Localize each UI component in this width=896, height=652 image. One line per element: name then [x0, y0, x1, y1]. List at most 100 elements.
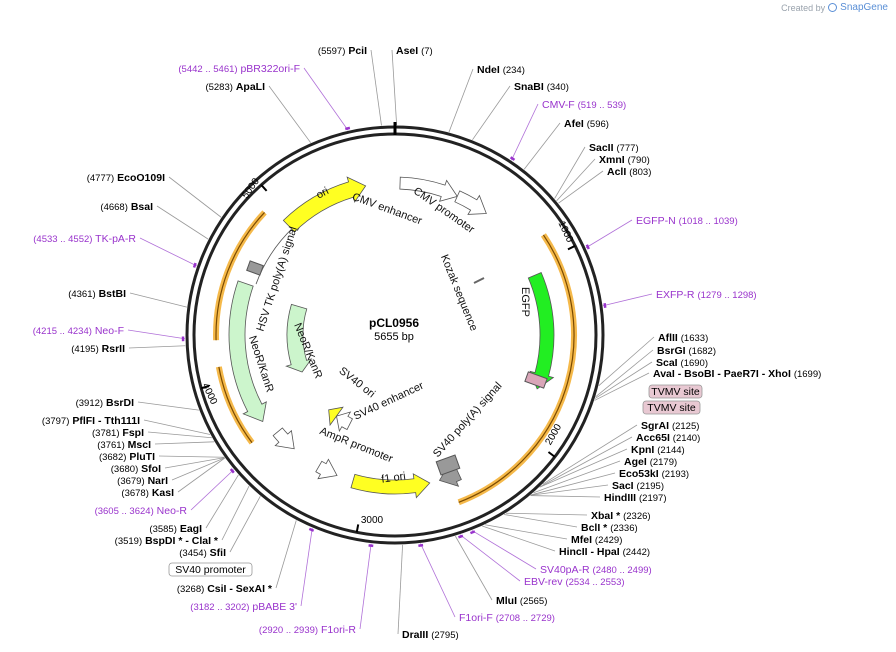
site-label-asei: AseI (7) — [396, 45, 433, 57]
site-name: EBV-rev — [524, 576, 563, 588]
site-leader — [471, 530, 537, 570]
orf-arc-2-core — [218, 366, 253, 444]
site-leader — [143, 419, 211, 435]
orf-arc-3-core — [215, 212, 265, 341]
site-coord: (3797) — [42, 416, 69, 427]
site-label-scai: ScaI (1690) — [656, 357, 708, 369]
site-name: SnaBI — [514, 81, 544, 93]
site-label-mfei: MfeI (2429) — [571, 534, 622, 546]
site-name: AgeI — [624, 456, 647, 468]
site-name: AvaI - BsoBI - PaeR7I - XhoI — [653, 368, 791, 380]
site-leader — [530, 472, 616, 496]
site-coord: (5283) — [205, 82, 232, 93]
site-leader — [229, 495, 261, 553]
site-leader — [540, 436, 633, 488]
site-leader — [482, 525, 556, 552]
site-leader — [137, 401, 199, 411]
site-name: SacI — [612, 480, 634, 492]
site-name: PluTI — [129, 451, 155, 463]
site-name: EagI — [180, 523, 202, 535]
site-coord: (3605 .. 3624) — [95, 506, 154, 517]
site-coord: (2429) — [595, 535, 622, 546]
site-name: SfoI — [141, 463, 161, 475]
site-label-exfp-r: EXFP-R (1279 .. 1298) — [656, 289, 757, 301]
feature-label-sv40-polya: SV40 poly(A) signal — [431, 380, 505, 460]
site-name: HindIII — [604, 492, 636, 504]
site-coord: (4777) — [87, 173, 114, 184]
site-name: EGFP-N — [636, 215, 676, 227]
site-name: BsaI — [131, 201, 153, 213]
orf-arc-1-core — [458, 234, 575, 503]
feature-neor-kanr-outer — [228, 280, 267, 423]
site-leader — [397, 544, 403, 635]
site-leader — [484, 524, 568, 540]
site-name: F1ori-R — [321, 624, 356, 636]
site-name: pBR322ori-F — [240, 63, 300, 75]
site-name: EcoO109I — [117, 172, 165, 184]
site-coord: (2140) — [673, 433, 700, 444]
site-name: SfiI — [210, 547, 226, 559]
site-name: NdeI — [477, 64, 500, 76]
site-label-bsrdi: (3912) BsrDI — [76, 397, 134, 409]
site-label-acc65i: Acc65I (2140) — [636, 432, 700, 444]
feature-label-kozak: Kozak sequence — [438, 253, 480, 333]
site-label-draiii: DraIII (2795) — [402, 629, 459, 641]
site-leader — [455, 535, 493, 601]
site-label-apali: (5283) ApaLI — [205, 81, 265, 93]
feature-neor-kanr-inner — [285, 303, 313, 373]
orf-arc-1 — [457, 233, 577, 506]
site-name: Neo-R — [157, 505, 188, 517]
site-coord: (790) — [628, 155, 650, 166]
site-name: KpnI — [631, 444, 654, 456]
site-leader — [303, 67, 349, 131]
site-coord: (7) — [421, 46, 433, 57]
site-leader — [533, 460, 621, 494]
site-coord: (2534 .. 2553) — [565, 577, 624, 588]
site-coord: (3182 .. 3202) — [190, 602, 249, 613]
snapgene-credit: Created by SnapGene — [781, 2, 888, 13]
site-label-sacii: SacII (777) — [589, 142, 639, 154]
site-name: AflII — [658, 332, 678, 344]
site-name: ApaLI — [236, 81, 265, 93]
site-name: MscI — [128, 439, 151, 451]
site-coord: (4533 .. 4552) — [33, 234, 92, 245]
site-name: AfeI — [564, 118, 584, 130]
primer-mark — [469, 530, 476, 535]
site-coord: (2179) — [650, 457, 677, 468]
site-leader — [168, 176, 222, 218]
site-label-f1ori-f: F1ori-F (2708 .. 2729) — [459, 612, 555, 624]
feature-label-sv40-ori: SV40 ori — [337, 365, 378, 400]
site-label-agei: AgeI (2179) — [624, 456, 677, 468]
site-coord: (4361) — [68, 289, 95, 300]
site-leader — [503, 514, 578, 528]
site-name: AclI — [607, 166, 626, 178]
site-coord: (3679) — [117, 476, 144, 487]
site-coord: (2920 .. 2939) — [259, 625, 318, 636]
feature-tvmv-mark — [524, 371, 548, 389]
site-label-sv40pa-r: SV40pA-R (2480 .. 2499) — [540, 564, 652, 576]
site-name: BstBI — [99, 288, 127, 300]
site-coord: (4668) — [100, 202, 127, 213]
tick-mark — [547, 451, 556, 458]
site-coord: (3781) — [92, 428, 119, 439]
site-coord: (3682) — [99, 452, 126, 463]
site-leader — [602, 293, 653, 307]
credit-brand: SnapGene — [840, 2, 888, 13]
site-coord: (803) — [629, 167, 651, 178]
site-leader — [129, 292, 187, 308]
site-leader — [156, 205, 209, 240]
site-label-ecoo109i: (4777) EcoO109I — [87, 172, 165, 184]
label-text: TVMV site — [651, 386, 700, 398]
tick-mark — [200, 385, 210, 390]
site-label-snabi: SnaBI (340) — [514, 81, 569, 93]
site-leader — [391, 49, 398, 126]
site-leader — [542, 424, 638, 485]
site-label-fspi: (3781) FspI — [92, 427, 144, 439]
primer-mark — [229, 468, 235, 474]
site-label-sfii: (3454) SfiI — [179, 547, 226, 559]
tick-mark — [567, 244, 576, 251]
site-leader — [506, 512, 588, 516]
